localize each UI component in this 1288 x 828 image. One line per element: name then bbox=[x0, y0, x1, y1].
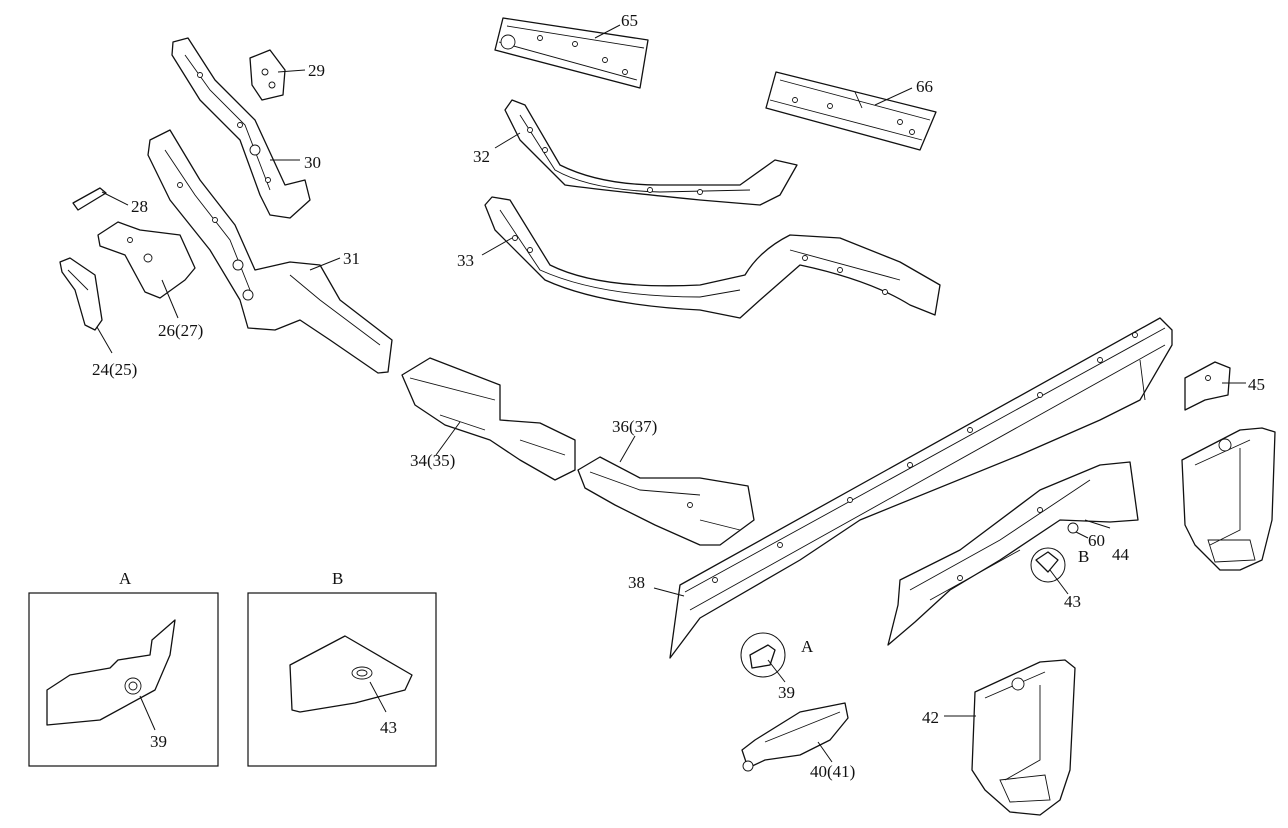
callout-26: 26(27) bbox=[158, 321, 203, 340]
callout-36: 36(37) bbox=[612, 417, 657, 436]
callout-28: 28 bbox=[131, 197, 148, 216]
part-39-small bbox=[749, 644, 776, 669]
part-24 bbox=[59, 257, 103, 331]
part-right-tower bbox=[1181, 427, 1276, 571]
callout-30: 30 bbox=[304, 153, 321, 172]
part-60 bbox=[1067, 522, 1079, 534]
leader-43 bbox=[1049, 569, 1069, 595]
leader-34 bbox=[435, 421, 461, 456]
part-45 bbox=[1184, 361, 1231, 411]
part-32 bbox=[504, 99, 798, 206]
part-43-small bbox=[1035, 551, 1059, 573]
leader-36 bbox=[619, 435, 636, 463]
leader-60 bbox=[1075, 531, 1089, 539]
leader-66 bbox=[874, 87, 913, 106]
leader-29 bbox=[277, 69, 306, 73]
callout-42: 42 bbox=[922, 708, 939, 727]
leader-28 bbox=[101, 191, 129, 206]
callout-40: 40(41) bbox=[810, 762, 855, 781]
leader-24 bbox=[96, 326, 113, 354]
callout-38: 38 bbox=[628, 573, 645, 592]
callout-32: 32 bbox=[473, 147, 490, 166]
callout-45: 45 bbox=[1248, 375, 1265, 394]
detail-a: A 39 bbox=[28, 569, 219, 767]
leader-26 bbox=[161, 279, 179, 319]
callout-44: 44 bbox=[1112, 545, 1130, 564]
callout-43: 43 bbox=[1064, 592, 1081, 611]
part-30 bbox=[171, 37, 311, 219]
detail-a-title: A bbox=[119, 569, 132, 588]
callout-34: 34(35) bbox=[410, 451, 455, 470]
part-38 bbox=[669, 317, 1173, 659]
detail-b-title: B bbox=[332, 569, 343, 588]
zoom-ring-43 bbox=[1030, 547, 1066, 583]
callout-60: 60 bbox=[1088, 531, 1105, 550]
callout-66: 66 bbox=[916, 77, 933, 96]
mark-a-main: A bbox=[801, 637, 814, 656]
callout-33: 33 bbox=[457, 251, 474, 270]
callout-24: 24(25) bbox=[92, 360, 137, 379]
detail-b-callout: 43 bbox=[380, 718, 397, 737]
part-66 bbox=[765, 71, 937, 151]
mark-b-main: B bbox=[1078, 547, 1089, 566]
leader-65 bbox=[594, 24, 621, 39]
detail-a-callout: 39 bbox=[150, 732, 167, 751]
callout-31: 31 bbox=[343, 249, 360, 268]
leader-31 bbox=[309, 257, 341, 271]
leader-40 bbox=[817, 741, 833, 763]
detail-b: B 43 bbox=[247, 569, 437, 767]
callout-29: 29 bbox=[308, 61, 325, 80]
zoom-ring-39 bbox=[740, 632, 786, 678]
leader-33 bbox=[481, 237, 513, 256]
detail-b-frame bbox=[247, 592, 437, 767]
leader-39 bbox=[767, 659, 786, 683]
callout-65: 65 bbox=[621, 11, 638, 30]
part-28 bbox=[72, 187, 107, 211]
part-26 bbox=[97, 221, 196, 299]
part-29 bbox=[249, 49, 286, 101]
part-34 bbox=[401, 357, 576, 481]
detail-a-frame bbox=[28, 592, 219, 767]
part-31 bbox=[147, 129, 393, 374]
part-44 bbox=[887, 461, 1139, 646]
part-42 bbox=[971, 659, 1076, 816]
leader-32 bbox=[494, 132, 521, 149]
callout-39: 39 bbox=[778, 683, 795, 702]
leader-38 bbox=[653, 587, 685, 597]
leader-44 bbox=[1084, 519, 1111, 529]
part-33 bbox=[484, 196, 941, 319]
part-40 bbox=[741, 702, 849, 772]
part-65 bbox=[494, 17, 649, 89]
part-36 bbox=[577, 456, 755, 546]
